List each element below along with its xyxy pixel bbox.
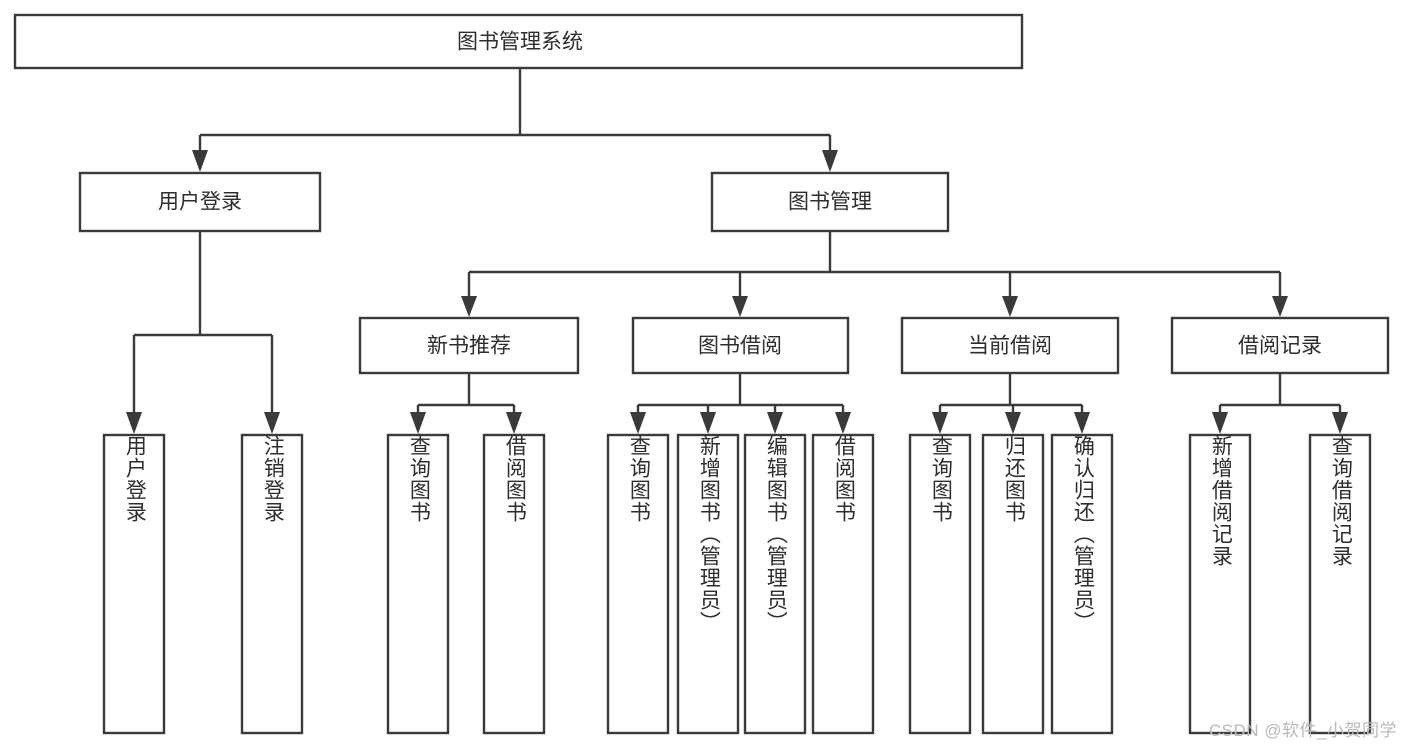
node-book-borrow[interactable]: 图书借阅: [631, 316, 850, 375]
arrowhead-book-manage: [822, 150, 838, 172]
arrowhead-leaf-add-book-admin: [700, 412, 716, 434]
node-borrow-record-box[interactable]: [1170, 316, 1390, 375]
node-leaf-query-book-borrow-box[interactable]: [606, 433, 670, 735]
edges-root-to-level2: [192, 68, 838, 172]
node-leaf-user-login-box[interactable]: [102, 433, 166, 735]
node-leaf-query-borrow-record-box[interactable]: [1308, 433, 1372, 735]
edges-current-borrow-to-leaves: [932, 373, 1090, 434]
node-borrow-record-label: 借阅记录: [1238, 335, 1322, 358]
arrowhead-leaf-query-book-current: [932, 412, 948, 434]
node-root-label: 图书管理系统: [457, 31, 583, 54]
arrowhead-leaf-query-book-borrow: [630, 412, 646, 434]
node-current-borrow-box[interactable]: [900, 316, 1120, 375]
edges-book-borrow-to-leaves: [630, 373, 851, 434]
arrowhead-leaf-user-logout: [264, 412, 280, 434]
arrowhead-leaf-user-login: [126, 412, 142, 434]
node-user-login-label: 用户登录: [158, 191, 242, 214]
arrowhead-new-book-recommend: [461, 296, 477, 317]
node-book-manage-label: 图书管理: [788, 191, 872, 214]
node-leaf-user-logout-box[interactable]: [240, 433, 304, 735]
csdn-watermark: CSDN @软件_小贺同学: [1208, 721, 1397, 740]
node-book-manage-box[interactable]: [710, 171, 950, 233]
node-user-login-box[interactable]: [78, 171, 322, 233]
arrowhead-leaf-confirm-return-admin: [1074, 412, 1090, 434]
node-leaf-confirm-return-admin-box[interactable]: [1050, 433, 1114, 735]
node-leaf-add-borrow-record-box[interactable]: [1188, 433, 1252, 735]
node-new-book-recommend[interactable]: 新书推荐: [358, 316, 580, 375]
node-leaf-return-book-box[interactable]: [981, 433, 1045, 735]
node-leaf-query-book-current-box[interactable]: [908, 433, 972, 735]
arrowhead-user-login: [192, 150, 208, 172]
arrowhead-leaf-return-book: [1005, 412, 1021, 434]
arrowhead-leaf-query-book-rec: [410, 412, 426, 434]
arrowhead-leaf-edit-book-admin: [767, 412, 783, 434]
node-new-book-recommend-label: 新书推荐: [427, 335, 511, 358]
node-leaf-borrow-book-box[interactable]: [811, 433, 875, 735]
node-current-borrow-label: 当前借阅: [968, 335, 1052, 358]
edges-book-manage-to-level3: [461, 231, 1288, 317]
arrowhead-leaf-add-borrow-record: [1212, 412, 1228, 434]
edges-user-login-to-leaves: [126, 231, 280, 434]
arrowhead-leaf-borrow-book-rec: [506, 412, 522, 434]
node-root[interactable]: 图书管理系统: [13, 13, 1024, 70]
node-book-borrow-label: 图书借阅: [698, 335, 782, 358]
edges-borrow-record-to-leaves: [1212, 373, 1348, 434]
node-current-borrow[interactable]: 当前借阅: [900, 316, 1120, 375]
node-new-book-recommend-box[interactable]: [358, 316, 580, 375]
arrowhead-leaf-borrow-book: [835, 412, 851, 434]
node-leaf-borrow-book-rec-box[interactable]: [482, 433, 546, 735]
node-borrow-record[interactable]: 借阅记录: [1170, 316, 1390, 375]
node-leaf-edit-book-admin-box[interactable]: [743, 433, 807, 735]
node-root-box[interactable]: [13, 13, 1024, 70]
arrowhead-current-borrow: [1002, 296, 1018, 317]
node-leaf-query-book-rec-box[interactable]: [386, 433, 450, 735]
node-user-login[interactable]: 用户登录: [78, 171, 322, 233]
node-book-borrow-box[interactable]: [631, 316, 850, 375]
edges-new-book-recommend-to-leaves: [410, 373, 522, 434]
leaf-boxes: [102, 433, 1372, 735]
arrowhead-borrow-record: [1272, 296, 1288, 317]
arrowhead-leaf-query-borrow-record: [1332, 412, 1348, 434]
node-book-manage[interactable]: 图书管理: [710, 171, 950, 233]
arrowhead-book-borrow: [732, 296, 748, 317]
node-leaf-add-book-admin-box[interactable]: [676, 433, 740, 735]
